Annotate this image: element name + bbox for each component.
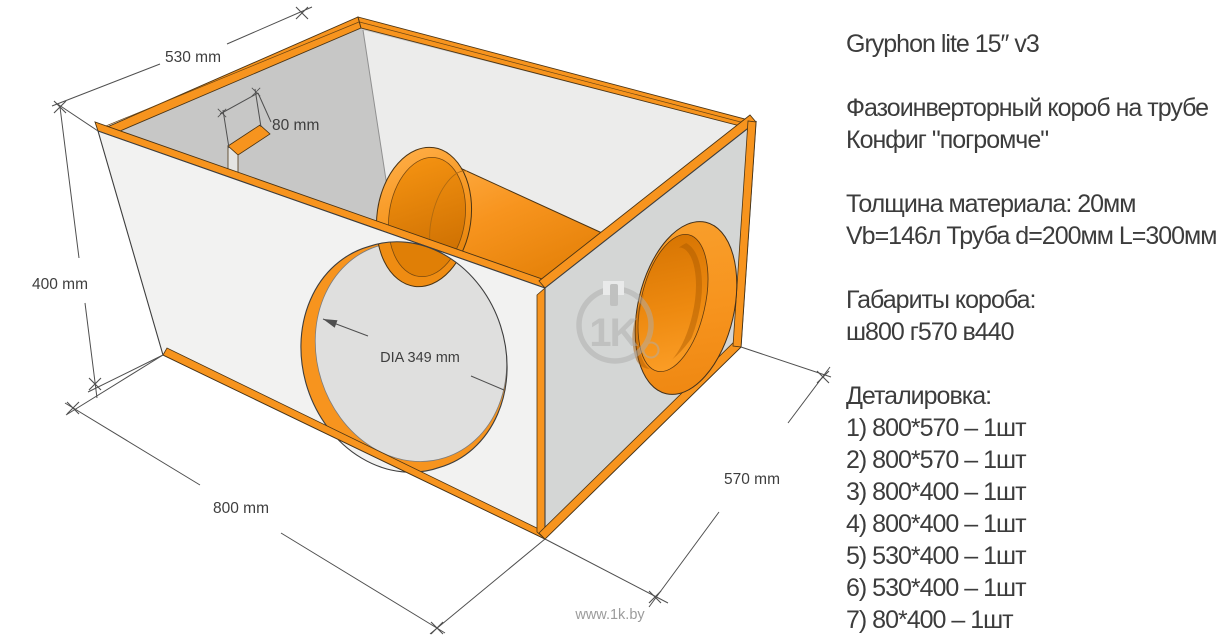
port-opening bbox=[632, 221, 738, 395]
parts-list-item: 1) 800*570 – 1шт bbox=[846, 414, 1027, 442]
description-line-1: Фазоинверторный короб на трубе bbox=[846, 94, 1209, 122]
parts-list-title: Деталировка: bbox=[846, 382, 992, 410]
material-thickness: Толщина материала: 20мм bbox=[846, 190, 1136, 218]
watermark-logo-text: 1K bbox=[589, 311, 638, 355]
watermark-logo: 1K bbox=[576, 281, 660, 364]
parts-list-item: 2) 800*570 – 1шт bbox=[846, 446, 1027, 474]
volume-and-port: Vb=146л Труба d=200мм L=300мм bbox=[846, 222, 1217, 250]
parts-list-item: 4) 800*400 – 1шт bbox=[846, 510, 1027, 538]
parts-list-item: 6) 530*400 – 1шт bbox=[846, 574, 1027, 602]
spec-column: Gryphon lite 15″ v3 Фазоинверторный коро… bbox=[846, 28, 1218, 636]
parts-list-item: 7) 80*400 – 1шт bbox=[846, 606, 1014, 634]
dim-530-label: 530 mm bbox=[165, 49, 221, 66]
parts-list-item: 3) 800*400 – 1шт bbox=[846, 478, 1027, 506]
dimension-labels: 530 mm 80 mm 400 mm 800 mm 570 mm DIA 34… bbox=[32, 49, 780, 517]
dim-800-label: 800 mm bbox=[213, 500, 269, 517]
top-rim-strips bbox=[94, 16, 758, 289]
dimension-lines bbox=[51, 6, 832, 635]
overall-dimensions-title: Габариты короба: bbox=[846, 286, 1036, 314]
dim-400-label: 400 mm bbox=[32, 276, 88, 293]
parts-list-item: 5) 530*400 – 1шт bbox=[846, 542, 1027, 570]
description-line-2: Конфиг "погромче" bbox=[846, 126, 1049, 154]
dim-570-label: 570 mm bbox=[724, 471, 780, 488]
hole-diameter-label: DIA 349 mm bbox=[380, 350, 460, 366]
dia-arrowhead bbox=[323, 319, 338, 328]
dim-80-label: 80 mm bbox=[272, 117, 319, 134]
watermark-url: www.1k.by bbox=[574, 607, 645, 623]
product-title: Gryphon lite 15″ v3 bbox=[846, 30, 1040, 58]
overall-dimensions-values: ш800 г570 в440 bbox=[846, 318, 1014, 346]
